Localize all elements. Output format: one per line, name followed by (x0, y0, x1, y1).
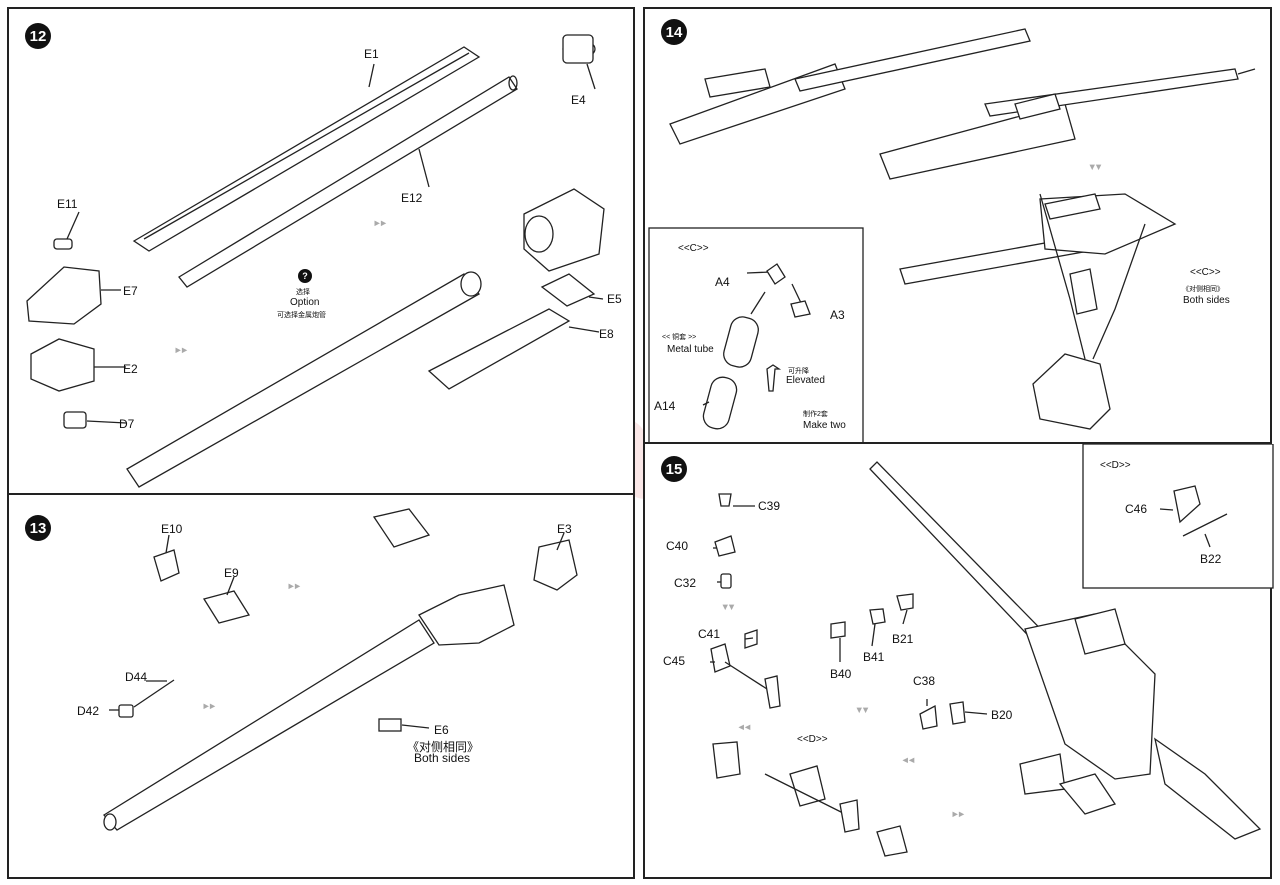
label-C39: C39 (758, 499, 781, 513)
label-A14: A14 (654, 399, 676, 413)
step-14-drawing (648, 28, 1256, 446)
inset-c-title: <<C>> (678, 243, 709, 254)
label-D7: D7 (119, 417, 135, 431)
step-number-13: 13 (25, 515, 51, 541)
direction-arrows: ▸▸ (202, 698, 217, 714)
direction-arrows: ▾▾ (855, 702, 870, 718)
panel-step-15: 15 (643, 442, 1274, 879)
label-C38: C38 (913, 674, 936, 688)
label-C46: C46 (1125, 502, 1148, 516)
label-C45: C45 (663, 654, 686, 668)
label-C40: C40 (666, 539, 689, 553)
direction-arrows: ▸▸ (287, 578, 302, 594)
direction-arrows: ▸▸ (951, 806, 966, 822)
label-E11: E11 (57, 197, 78, 211)
option-cn: 选择 (296, 289, 310, 296)
step-13-drawing (103, 508, 578, 831)
label-E9: E9 (224, 566, 239, 580)
metal-tube-en: Metal tube (667, 344, 714, 355)
both-sides-en: Both sides (1183, 295, 1230, 306)
label-E5: E5 (607, 292, 622, 306)
label-A3: A3 (830, 308, 845, 322)
inset-d-title: <<D>> (1100, 460, 1131, 471)
direction-arrows: ▾▾ (721, 599, 736, 615)
label-E4: E4 (571, 93, 586, 107)
label-B22: B22 (1200, 552, 1222, 566)
both-sides-cn: 《对侧相同》 (1182, 286, 1224, 293)
label-E12: E12 (401, 191, 423, 205)
step-12-drawing (26, 34, 605, 488)
make-two-en: Make two (803, 420, 846, 431)
option-icon: ? (298, 269, 312, 283)
label-E6: E6 (434, 723, 449, 737)
both-sides-cn: 《对侧相同》 (407, 740, 480, 754)
d-detail-label: <<D>> (797, 734, 828, 745)
direction-arrows: ◂◂ (737, 719, 752, 735)
direction-arrows: ▾▾ (1088, 159, 1103, 175)
elevated-cn: 可升降 (788, 368, 809, 375)
direction-arrows: ◂◂ (901, 752, 916, 768)
option-note: 可选择金属炮管 (277, 312, 326, 319)
panel-step-12: 12 (7, 7, 635, 495)
label-E8: E8 (599, 327, 614, 341)
label-B21: B21 (892, 632, 914, 646)
step-number-15: 15 (661, 456, 687, 482)
label-E10: E10 (161, 522, 183, 536)
step-number-12: 12 (25, 23, 51, 49)
label-E2: E2 (123, 362, 138, 376)
panel-step-13: 13 E10 E9 E3 D44 D42 E6 《对侧相同》 Both side… (7, 493, 635, 879)
c-detail-label: <<C>> (1190, 267, 1221, 278)
step-15-drawing (710, 444, 1274, 857)
label-B20: B20 (991, 708, 1013, 722)
label-B41: B41 (863, 650, 885, 664)
label-C41: C41 (698, 627, 721, 641)
metal-tube-cn: << 铜套 >> (662, 334, 697, 341)
label-E3: E3 (557, 522, 572, 536)
step-number-14: 14 (661, 19, 687, 45)
label-E7: E7 (123, 284, 138, 298)
make-two-cn: 制作2套 (803, 411, 828, 418)
direction-arrows: ▸▸ (373, 215, 388, 231)
label-B40: B40 (830, 667, 852, 681)
label-D42: D42 (77, 704, 100, 718)
option-en: Option (290, 297, 320, 308)
label-C32: C32 (674, 576, 697, 590)
both-sides-en: Both sides (414, 751, 471, 765)
panel-step-14: 14 <<C>> A4 (643, 7, 1272, 446)
label-E1: E1 (364, 47, 379, 61)
label-D44: D44 (125, 670, 148, 684)
label-A4: A4 (715, 275, 730, 289)
elevated-en: Elevated (786, 375, 825, 386)
direction-arrows: ▸▸ (174, 342, 189, 358)
